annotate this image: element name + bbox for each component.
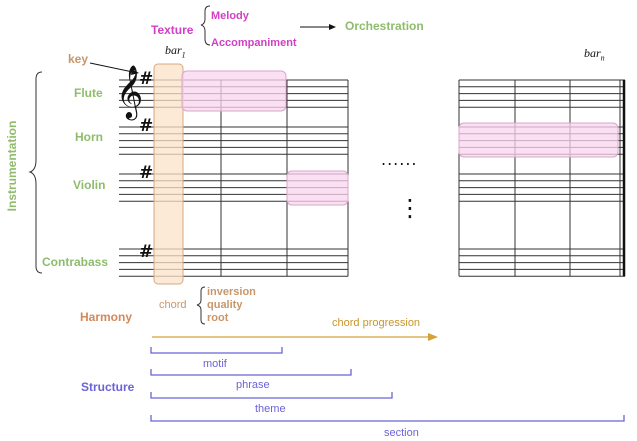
instrument-contrabass: Contrabass bbox=[42, 255, 109, 269]
melody-label: Melody bbox=[211, 10, 249, 22]
instrument-horn: Horn bbox=[75, 130, 103, 144]
bar-first-label: bar1 bbox=[165, 43, 186, 60]
bar-lines bbox=[220, 80, 626, 277]
key-arrow bbox=[89, 62, 134, 73]
vertical-ellipsis: ⋮ bbox=[398, 194, 422, 222]
orchestration-label: Orchestration bbox=[345, 19, 424, 33]
phrase-bracket bbox=[150, 369, 352, 376]
horn-highlight bbox=[458, 122, 619, 158]
instrumentation-title: Instrumentation bbox=[5, 120, 19, 212]
instrumentation-brace bbox=[28, 71, 43, 274]
instrument-flute: Flute bbox=[74, 86, 103, 100]
chord-attribute-inversion: inversion bbox=[207, 286, 256, 298]
chord-progression-label: chord progression bbox=[332, 317, 421, 329]
bar-last-label: barn bbox=[584, 46, 605, 63]
motif-bracket bbox=[150, 347, 283, 354]
theme-bracket bbox=[150, 392, 393, 399]
structure-phrase: phrase bbox=[236, 379, 270, 391]
chord-brace bbox=[196, 286, 206, 325]
texture-brace bbox=[200, 5, 211, 46]
structure-theme: theme bbox=[255, 403, 286, 415]
texture-title: Texture bbox=[151, 23, 194, 37]
chord-attribute-quality: quality bbox=[207, 299, 243, 311]
key-arrowhead bbox=[131, 69, 139, 75]
violin-sharp-icon: # bbox=[139, 163, 154, 183]
horizontal-ellipsis: ...... bbox=[381, 150, 418, 169]
harmony-title: Harmony bbox=[80, 310, 133, 324]
section-bracket bbox=[150, 415, 625, 422]
orchestration-arrowhead bbox=[329, 24, 336, 30]
horn-sharp-icon: # bbox=[139, 116, 154, 136]
contrabass-sharp-icon: # bbox=[139, 242, 154, 262]
key-label: key bbox=[68, 52, 89, 66]
chord-progression-arrowhead bbox=[428, 333, 438, 341]
flute-highlight bbox=[181, 70, 287, 112]
treble-clef-icon: 𝄞 bbox=[116, 64, 144, 118]
instrument-violin: Violin bbox=[73, 178, 106, 192]
accompaniment-label: Accompaniment bbox=[211, 37, 297, 49]
structure-motif: motif bbox=[203, 358, 227, 370]
key-column-highlight bbox=[153, 63, 184, 285]
chord-attribute-root: root bbox=[207, 312, 229, 324]
structure-section: section bbox=[384, 427, 419, 439]
chord-label: chord bbox=[159, 299, 187, 311]
structure-title: Structure bbox=[81, 380, 135, 394]
flute-sharp-icon: # bbox=[139, 69, 154, 89]
violin-highlight bbox=[286, 170, 349, 206]
